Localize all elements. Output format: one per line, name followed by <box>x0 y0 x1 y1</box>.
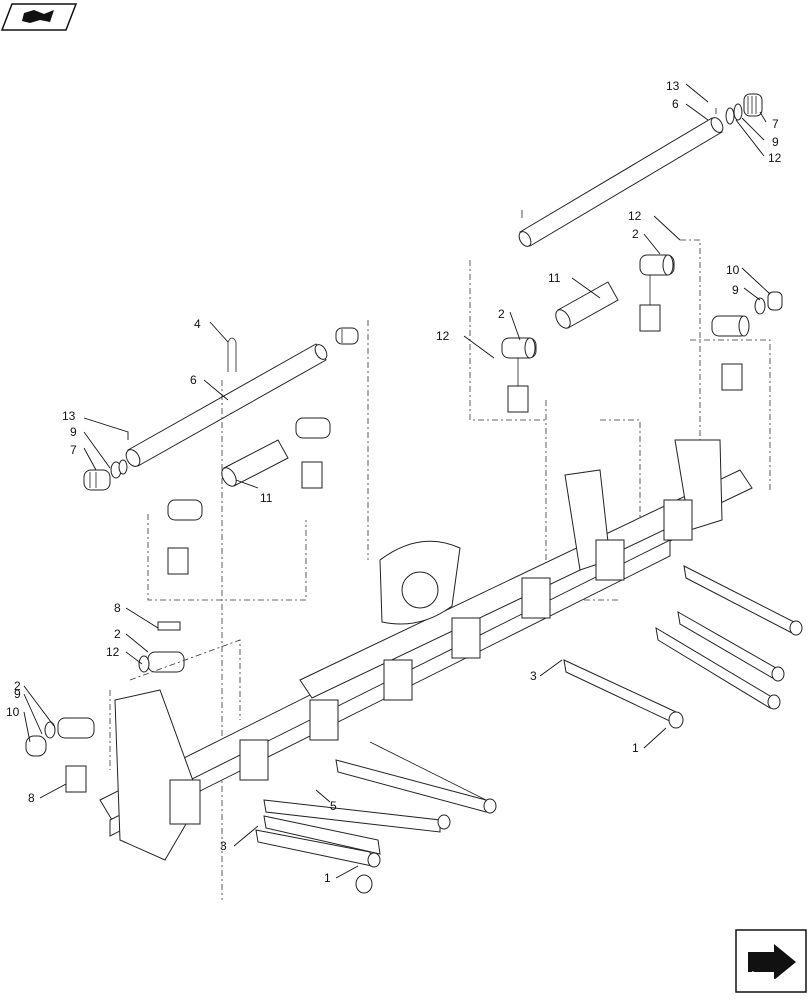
callout-12: 12 <box>106 645 120 659</box>
callout-2: 2 <box>498 307 505 321</box>
bearing-upper-left <box>83 327 359 491</box>
bearing-assembly-mid <box>501 337 537 413</box>
callout-12: 12 <box>628 209 642 223</box>
callout-3: 3 <box>530 669 537 683</box>
callout-8: 8 <box>114 601 121 615</box>
callout-1: 1 <box>324 871 331 885</box>
frame-bracket-left <box>114 689 201 861</box>
callout-2: 2 <box>632 227 639 241</box>
shaft-upper-right <box>518 108 724 247</box>
link-rods-front <box>255 741 497 894</box>
callout-13: 13 <box>666 79 680 93</box>
callout-7: 7 <box>70 443 77 457</box>
callout-2: 2 <box>14 679 21 693</box>
shaft-upper-left <box>125 343 328 467</box>
callout-10: 10 <box>6 705 20 719</box>
callout-4: 4 <box>194 317 201 331</box>
callout-12: 12 <box>436 329 450 343</box>
callout-13: 13 <box>62 409 76 423</box>
next-page-arrow-icon[interactable] <box>735 929 807 993</box>
callout-3: 3 <box>220 839 227 853</box>
callout-6: 6 <box>190 373 197 387</box>
roller-left <box>221 439 289 487</box>
u-bolt <box>227 337 237 372</box>
callout-9: 9 <box>732 283 739 297</box>
book-open-icon[interactable] <box>0 3 78 31</box>
bearing-assembly-left-lower <box>25 621 185 793</box>
leader-lines <box>23 83 771 879</box>
callout-labels: 13 6 7 9 12 12 2 10 9 11 2 12 4 6 13 9 7… <box>6 79 782 885</box>
callout-2: 2 <box>114 627 121 641</box>
callout-6: 6 <box>672 97 679 111</box>
callout-10: 10 <box>726 263 740 277</box>
frame-plates <box>239 499 693 781</box>
center-gearbox <box>379 540 461 625</box>
bearing-assembly-left-upper <box>167 417 331 575</box>
callout-9: 9 <box>772 135 779 149</box>
bearing-assembly-upper-right <box>639 254 675 332</box>
bearing-assembly-right <box>711 291 783 391</box>
callout-8: 8 <box>28 791 35 805</box>
callout-11: 11 <box>260 491 273 505</box>
callout-9: 9 <box>70 425 77 439</box>
callout-12: 12 <box>768 151 782 165</box>
bearing-upper-right <box>725 93 763 125</box>
callout-11: 11 <box>548 271 561 285</box>
explode-lines <box>109 239 771 900</box>
callout-7: 7 <box>772 117 779 131</box>
callout-1: 1 <box>632 741 639 755</box>
link-rods-rear <box>563 565 803 729</box>
callout-9: 9 <box>14 687 21 701</box>
callout-5: 5 <box>330 799 337 813</box>
roller-right <box>555 281 619 329</box>
